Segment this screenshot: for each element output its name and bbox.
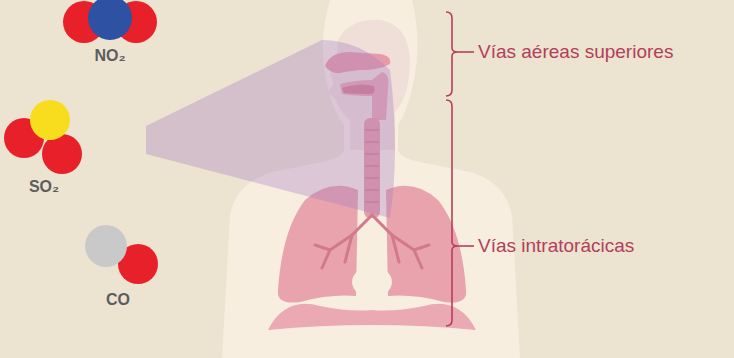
region-brackets	[446, 12, 474, 326]
inhalation-cone	[146, 40, 395, 218]
co-molecule	[85, 225, 158, 284]
molecule-label: CO	[106, 291, 130, 309]
diaphragm	[268, 304, 476, 330]
molecule-label: SO₂	[29, 178, 59, 196]
right-lung	[386, 186, 466, 303]
so2-molecule	[4, 100, 82, 174]
heart-space	[352, 266, 392, 298]
no2-molecule	[63, 0, 157, 43]
molecule-label: NO₂	[94, 47, 125, 65]
region-label: Vías intratorácicas	[478, 236, 634, 257]
region-label: Vías aéreas superiores	[478, 42, 673, 63]
bronchi	[315, 215, 429, 268]
